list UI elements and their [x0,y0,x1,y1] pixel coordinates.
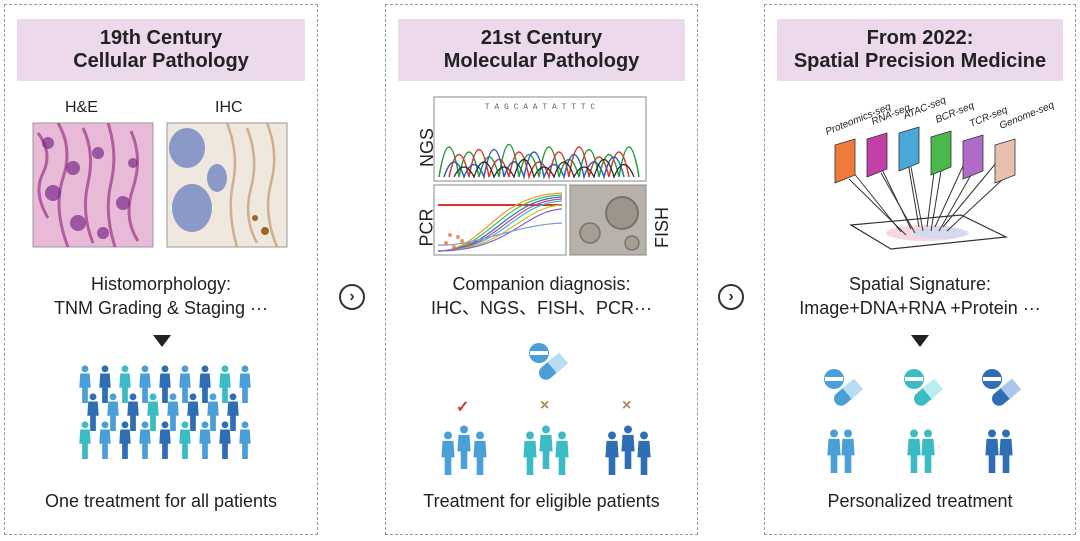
person-icon [119,421,131,459]
chevron-right-icon: › [718,284,744,310]
person-icon [555,431,569,475]
person-icon [139,365,151,403]
person-icon [99,365,111,403]
caption-line-1: Histomorphology: [90,274,232,294]
caption-line-2: TNM Grading & Staging ··· [53,298,269,318]
person-icon [207,393,219,431]
person-icon [107,393,119,431]
person-icon [985,429,999,473]
panel-footer: One treatment for all patients [44,491,278,511]
person-icon [199,365,211,403]
header-line-1: 19th Century [99,27,223,49]
pill-icon [904,369,944,406]
panel-footer: Personalized treatment [827,491,1013,511]
ngs-chromatogram: T A G C A A T A T T T C [433,96,647,182]
fish-image [569,184,647,256]
fish-label: FISH [652,206,673,249]
pcr-plot [433,184,567,256]
person-icon [637,431,651,475]
person-icon [167,393,179,431]
panel-header: 19th Century Cellular Pathology [17,19,305,81]
person-icon [621,425,635,469]
person-icon [841,429,855,473]
people-crowd-icon [79,365,251,459]
person-icon [147,393,159,431]
patient-group-icon [605,425,651,475]
panel-footer: Treatment for eligible patients [423,491,660,511]
person-icon [79,365,91,403]
ihc-label: IHC [215,99,243,116]
panel-header: From 2022: Spatial Precision Medicine [777,19,1063,81]
header-line-1: 21st Century [480,27,603,49]
sequence-text: T A G C A A T A T T T C [485,103,596,112]
person-icon [87,393,99,431]
person-icon [999,429,1013,473]
person-icon [99,421,111,459]
person-icon [159,421,171,459]
person-icon [159,365,171,403]
person-icon [139,421,151,459]
person-icon [523,431,537,475]
check-marker-icon: ✓ [456,399,470,416]
person-icon [219,365,231,403]
header-line-2: Molecular Pathology [443,50,640,72]
pill-icon [529,343,569,380]
person-icon [239,421,251,459]
he-label: H&E [65,99,98,116]
patient-pair-icon [827,429,855,473]
cross-marker-icon: × [540,397,550,414]
caption-line-2: IHC、NGS、FISH、PCR··· [431,298,652,318]
person-icon [199,421,211,459]
person-icon [457,425,471,469]
person-icon [179,421,191,459]
person-icon [539,425,553,469]
cross-marker-icon: × [622,397,632,414]
person-icon [473,431,487,475]
person-icon [239,365,251,403]
spatial-omics-layers: Proteomics-seq RNA-seq ATAC-seq BCR-seq … [824,95,1056,250]
header-line-1: From 2022: [866,27,974,49]
panel-cellular-pathology: 19th Century Cellular Pathology H&E IHC [4,4,318,535]
person-icon [179,365,191,403]
person-icon [119,365,131,403]
person-icon [921,429,935,473]
caption-line-1: Spatial Signature: [848,274,992,294]
pill-icon [824,369,864,406]
he-image [32,122,154,248]
pill-icon [982,369,1022,406]
patient-group-icon [523,425,569,475]
caption-line-2: Image+DNA+RNA +Protein ··· [799,298,1041,318]
person-icon [219,421,231,459]
triangle-down-icon [153,335,171,347]
person-icon [441,431,455,475]
person-icon [605,431,619,475]
panel-header: 21st Century Molecular Pathology [398,19,685,81]
person-icon [79,421,91,459]
panel-molecular-pathology: 21st Century Molecular Pathology NGS T A… [385,4,698,535]
caption-line-1: Companion diagnosis: [452,274,631,294]
header-line-2: Spatial Precision Medicine [793,50,1047,72]
patient-pair-icon [985,429,1013,473]
person-icon [187,393,199,431]
person-icon [127,393,139,431]
ihc-image [166,122,288,248]
person-icon [227,393,239,431]
panel-spatial-precision-medicine: From 2022: Spatial Precision Medicine Pr… [764,4,1076,535]
chevron-right-icon: › [339,284,365,310]
person-icon [827,429,841,473]
patient-pair-icon [907,429,935,473]
header-line-2: Cellular Pathology [73,50,249,72]
triangle-down-icon [911,335,929,347]
person-icon [907,429,921,473]
patient-group-icon [441,425,487,475]
